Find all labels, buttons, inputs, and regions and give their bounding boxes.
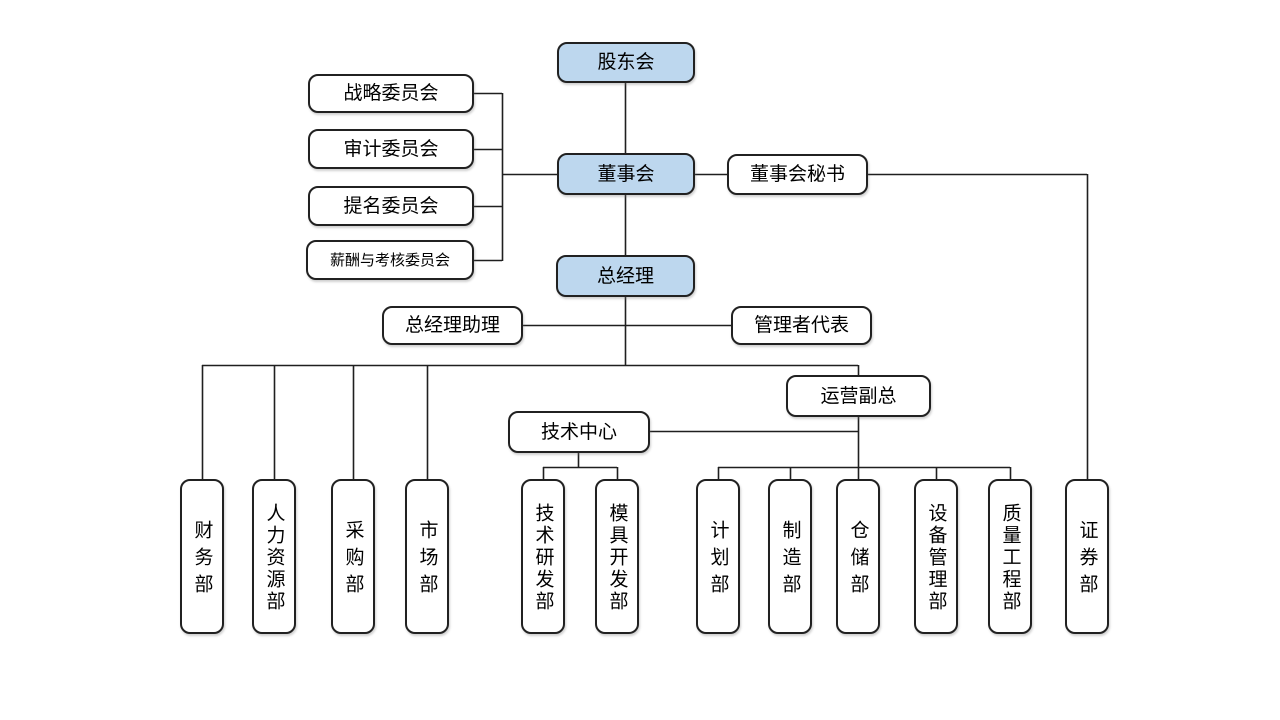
node-label: 总经理 bbox=[596, 265, 654, 287]
node-dept-securities: 证券部 bbox=[1065, 479, 1109, 634]
node-dept-warehouse: 仓储部 bbox=[836, 479, 880, 634]
node-label: 计划部 bbox=[707, 520, 729, 601]
node-label: 战略委员会 bbox=[343, 83, 439, 104]
node-label: 财务部 bbox=[191, 520, 213, 601]
node-board: 董事会 bbox=[557, 153, 695, 195]
node-label: 模具开发部 bbox=[606, 503, 628, 613]
node-label: 运营副总 bbox=[820, 385, 897, 407]
node-dept-manufacturing: 制造部 bbox=[768, 479, 812, 634]
node-board-secretary: 董事会秘书 bbox=[727, 154, 868, 195]
node-label: 技术中心 bbox=[540, 421, 617, 443]
node-label: 董事会秘书 bbox=[749, 164, 845, 185]
node-label: 董事会 bbox=[597, 163, 655, 185]
node-label: 采购部 bbox=[342, 520, 364, 601]
node-label: 技术研发部 bbox=[532, 503, 554, 613]
node-label: 仓储部 bbox=[847, 520, 869, 601]
node-dept-finance: 财务部 bbox=[180, 479, 224, 634]
node-dept-quality-engineering: 质量工程部 bbox=[988, 479, 1032, 634]
node-compensation-committee: 薪酬与考核委员会 bbox=[306, 240, 474, 280]
node-dept-planning: 计划部 bbox=[696, 479, 740, 634]
node-dept-equipment-management: 设备管理部 bbox=[914, 479, 958, 634]
node-dept-marketing: 市场部 bbox=[405, 479, 449, 634]
node-nomination-committee: 提名委员会 bbox=[308, 186, 474, 226]
node-audit-committee: 审计委员会 bbox=[308, 129, 474, 169]
node-gm-assistant: 总经理助理 bbox=[382, 306, 523, 345]
node-label: 质量工程部 bbox=[999, 503, 1021, 613]
node-operations-vp: 运营副总 bbox=[786, 375, 931, 417]
node-label: 股东会 bbox=[597, 52, 655, 73]
node-label: 市场部 bbox=[416, 520, 438, 601]
node-label: 制造部 bbox=[779, 520, 801, 601]
node-label: 设备管理部 bbox=[925, 503, 947, 613]
node-shareholders: 股东会 bbox=[557, 42, 695, 83]
node-general-manager: 总经理 bbox=[556, 255, 695, 297]
node-dept-mold-dev: 模具开发部 bbox=[595, 479, 639, 634]
node-label: 管理者代表 bbox=[753, 315, 849, 336]
node-management-representative: 管理者代表 bbox=[731, 306, 872, 345]
node-dept-tech-rd: 技术研发部 bbox=[521, 479, 565, 634]
node-strategy-committee: 战略委员会 bbox=[308, 74, 474, 113]
node-label: 薪酬与考核委员会 bbox=[329, 251, 450, 269]
node-label: 总经理助理 bbox=[404, 315, 500, 336]
node-dept-hr: 人力资源部 bbox=[252, 479, 296, 634]
node-label: 审计委员会 bbox=[343, 138, 439, 160]
node-label: 人力资源部 bbox=[263, 503, 285, 613]
node-dept-procurement: 采购部 bbox=[331, 479, 375, 634]
node-label: 提名委员会 bbox=[343, 195, 439, 217]
node-label: 证券部 bbox=[1076, 520, 1098, 601]
node-tech-center: 技术中心 bbox=[508, 411, 650, 453]
